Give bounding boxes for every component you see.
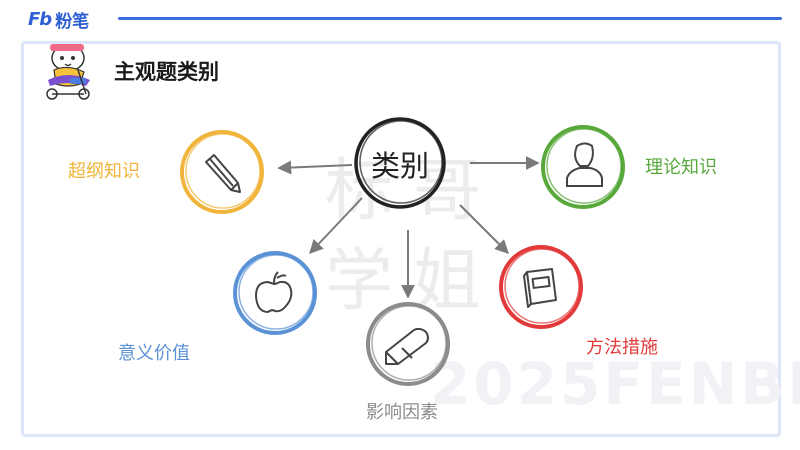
logo-text: 粉笔 — [55, 11, 90, 32]
logo-mark: Fb — [28, 8, 52, 30]
label-yiyi: 意义价值 — [118, 343, 190, 364]
label-lilun: 理论知识 — [645, 157, 717, 178]
center-circle — [354, 117, 446, 209]
person-icon — [566, 142, 603, 187]
node-yingxiang — [366, 302, 450, 386]
page-title: 主观题类别 — [114, 60, 219, 84]
label-yingxiang: 影响因素 — [366, 402, 438, 423]
label-chaogang: 超纲知识 — [68, 161, 140, 182]
node-lilun — [541, 125, 625, 209]
node-chaogang — [180, 130, 264, 214]
book-icon — [523, 268, 557, 308]
node-fangfa — [499, 245, 583, 329]
mascot-icon — [46, 44, 90, 100]
node-yiyi — [233, 251, 317, 335]
arrow-to-yiyi — [309, 197, 363, 255]
center-label: 类别 — [370, 149, 429, 183]
fenbi-logo: Fb 粉笔 — [28, 8, 90, 32]
arrow-to-chaogang — [277, 160, 353, 175]
apple-icon — [254, 271, 293, 314]
label-fangfa: 方法措施 — [586, 337, 658, 358]
eraser-icon — [385, 327, 429, 365]
header-rule — [118, 17, 782, 20]
content-frame — [21, 41, 781, 437]
top-bar: Fb 粉笔 — [0, 0, 800, 40]
arrow-to-fangfa — [459, 204, 509, 254]
pencil-icon — [205, 154, 241, 193]
